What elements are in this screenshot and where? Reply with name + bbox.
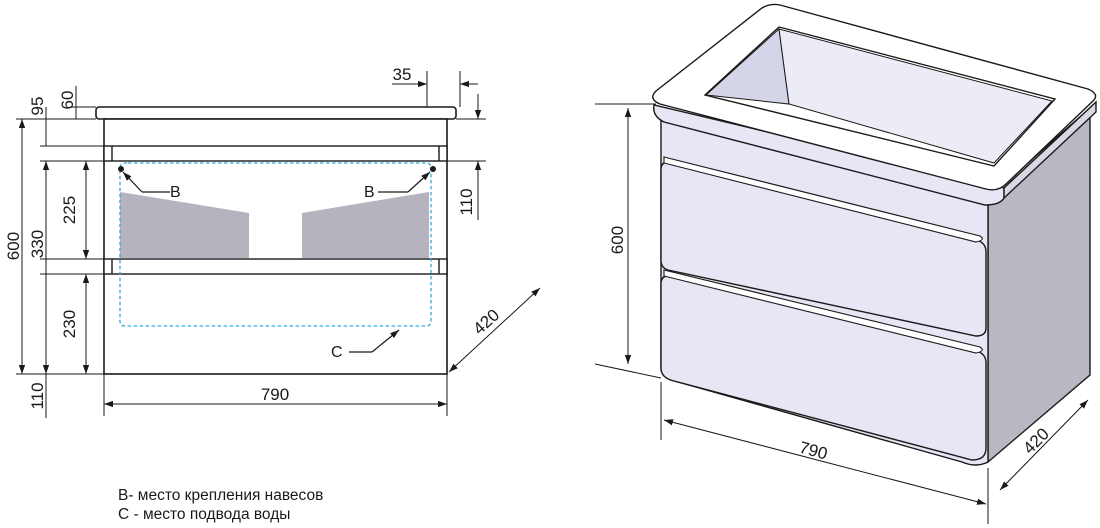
iso-dimension-lines <box>594 103 1089 524</box>
dim-front-top-95: 95 <box>28 97 47 116</box>
front-label-c: C <box>331 344 343 361</box>
front-dimension-lines <box>16 71 541 418</box>
dim-front-height-330: 330 <box>28 230 47 258</box>
front-middle-rail <box>103 258 448 275</box>
iso-view <box>652 3 1097 466</box>
dim-front-height-600: 600 <box>4 232 23 260</box>
front-view <box>95 106 457 375</box>
front-label-b-right: B <box>364 184 375 201</box>
dim-front-drawer-225: 225 <box>60 196 79 224</box>
legend: B- место крепления навесов C - место под… <box>118 486 323 524</box>
dim-front-side-110: 110 <box>457 188 476 215</box>
legend-line-c: C - место подвода воды <box>118 506 291 523</box>
iso-worktop-front <box>653 104 1005 206</box>
dim-front-depth-420: 420 <box>469 305 503 338</box>
iso-drawer-lower-handle <box>663 269 983 354</box>
dim-iso-width-790: 790 <box>797 438 829 464</box>
front-hang-point-right <box>430 165 437 172</box>
iso-drawer-upper <box>660 161 987 337</box>
front-hidden-outline <box>119 162 432 327</box>
dim-front-drawer-230: 230 <box>60 310 79 338</box>
front-leader-b-left <box>122 171 170 193</box>
front-cutout-left <box>120 192 249 258</box>
dim-front-width-790: 790 <box>261 385 289 404</box>
iso-basin-floor <box>778 28 1053 164</box>
dim-front-bottom-110: 110 <box>28 382 47 409</box>
front-hang-point-left <box>117 165 124 172</box>
front-leader-c <box>349 329 400 353</box>
front-upper-rail <box>103 145 448 162</box>
front-leader-b-right <box>378 171 431 193</box>
legend-line-b: B- место крепления навесов <box>118 487 324 504</box>
front-cutout-right <box>302 192 429 258</box>
dim-front-offset-35: 35 <box>393 65 412 84</box>
iso-worktop-side <box>1003 100 1097 200</box>
front-label-b-left: B <box>170 184 181 201</box>
dim-front-top-60: 60 <box>58 91 77 110</box>
iso-drawer-upper-handle <box>663 156 983 243</box>
front-basin-top <box>95 106 457 120</box>
dim-iso-height-600: 600 <box>608 226 627 254</box>
